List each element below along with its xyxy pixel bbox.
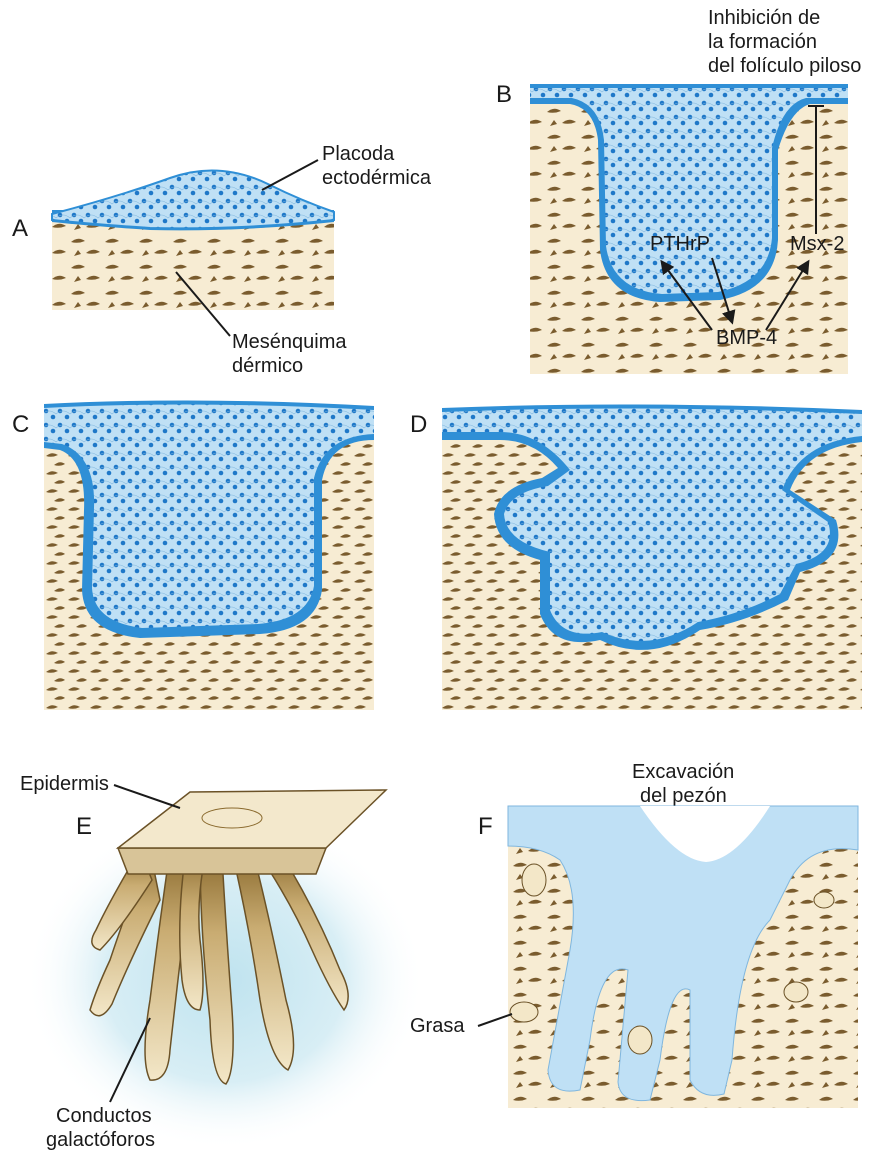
epidermis-leader	[114, 785, 180, 808]
fat-leader	[478, 1014, 512, 1026]
ectodermal-placode	[52, 170, 334, 228]
epidermis-label: Epidermis	[20, 773, 109, 795]
panel-e: E Epidermis Conductos galactóforos	[20, 773, 425, 1151]
panel-b-letter: B	[496, 81, 512, 108]
msx2-label: Msx-2	[790, 233, 844, 255]
mesenchyme-label-1: Mesénquima	[232, 331, 347, 353]
dermal-mesenchyme	[52, 218, 334, 310]
panel-a-letter: A	[12, 215, 28, 242]
bmp4-label: BMP-4	[716, 327, 777, 349]
epidermis-slab-top	[118, 790, 386, 848]
panel-c: C	[12, 400, 374, 710]
placode-label-2: ectodérmica	[322, 167, 432, 189]
nipple-label-2: del pezón	[640, 785, 727, 807]
inhibition-line-3: del folículo piloso	[708, 55, 861, 77]
panel-f-letter: F	[478, 813, 493, 840]
ducts-label-2: galactóforos	[46, 1129, 155, 1151]
placode-label-1: Placoda	[322, 143, 395, 165]
pthrp-label: PTHrP	[650, 233, 710, 255]
panel-a: A Placoda ectodérmica Mesénquima dérmico	[12, 143, 432, 377]
panel-d: D	[410, 404, 862, 710]
panel-b: B Inhibición de la formación del folícul…	[496, 7, 861, 374]
nipple-label-1: Excavación	[632, 761, 734, 783]
panel-d-letter: D	[410, 411, 427, 438]
epidermis-slab-side	[118, 848, 326, 874]
mesenchyme-label-2: dérmico	[232, 355, 303, 377]
panel-f: Excavación del pezón F Grasa	[410, 761, 858, 1108]
inhibition-line-1: Inhibición de	[708, 7, 820, 29]
panel-e-letter: E	[76, 813, 92, 840]
panel-c-letter: C	[12, 411, 29, 438]
inhibition-line-2: la formación	[708, 31, 817, 53]
ducts-label-1: Conductos	[56, 1105, 152, 1127]
placode-leader	[262, 160, 318, 190]
fat-label: Grasa	[410, 1015, 465, 1037]
